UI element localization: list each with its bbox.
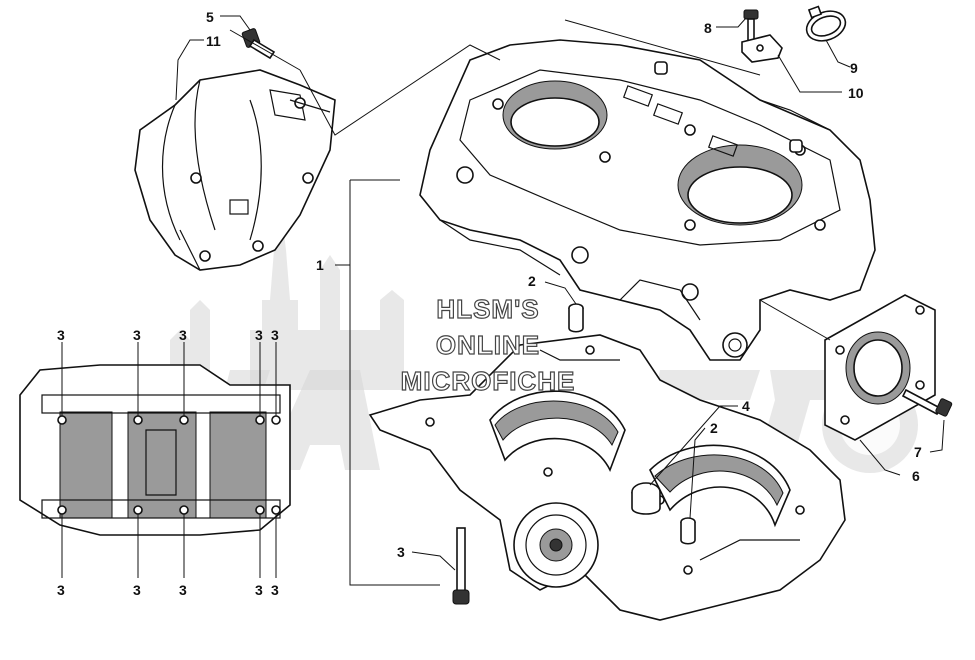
callout-3-top-3: 3 (179, 327, 187, 343)
watermark-text: HLSM'S ONLINE MICROFICHE (400, 293, 576, 396)
clamp-ring-9 (805, 5, 847, 42)
dowel-2a (568, 303, 584, 333)
lower-crankcase (368, 334, 846, 621)
callout-1: 1 (316, 257, 324, 273)
callout-2b: 2 (710, 420, 718, 436)
watermark-line-3: MICROFICHE (401, 366, 576, 396)
leader-lines (61, 15, 945, 586)
flange-plate-6 (824, 294, 936, 441)
bolt-7 (901, 388, 953, 417)
callout-labels: 5 11 8 9 10 1 2 4 2 7 6 3 3 3 3 3 3 3 3 … (57, 9, 922, 598)
bracket-10 (741, 34, 783, 63)
magneto-housing (134, 69, 336, 271)
dowel-2b (680, 517, 696, 545)
callout-5: 5 (206, 9, 214, 25)
callout-7: 7 (914, 444, 922, 460)
callout-3-top-2: 3 (133, 327, 141, 343)
callout-4: 4 (742, 398, 750, 414)
callout-8: 8 (704, 20, 712, 36)
cylinder-block (419, 39, 876, 361)
callout-3-bottom-3: 3 (179, 582, 187, 598)
callout-3-bottom-4: 3 (255, 582, 263, 598)
callout-3-top-4: 3 (255, 327, 263, 343)
watermark-line-1: HLSM'S (436, 294, 539, 324)
callout-3-bolt: 3 (397, 544, 405, 560)
callout-3-top-1: 3 (57, 327, 65, 343)
callout-2a: 2 (528, 273, 536, 289)
bolt-8 (743, 9, 759, 42)
callout-3-top-5: 3 (271, 327, 279, 343)
callout-9: 9 (850, 60, 858, 76)
long-bolt-3 (452, 527, 470, 605)
callout-3-bottom-5: 3 (271, 582, 279, 598)
callout-3-bottom-1: 3 (57, 582, 65, 598)
callout-3-bottom-2: 3 (133, 582, 141, 598)
callout-11: 11 (206, 33, 221, 49)
watermark-line-2: ONLINE (436, 330, 540, 360)
callout-6: 6 (912, 468, 920, 484)
bolt-pattern-view (19, 364, 291, 536)
screw-5 (241, 28, 276, 60)
callout-10: 10 (848, 85, 864, 101)
